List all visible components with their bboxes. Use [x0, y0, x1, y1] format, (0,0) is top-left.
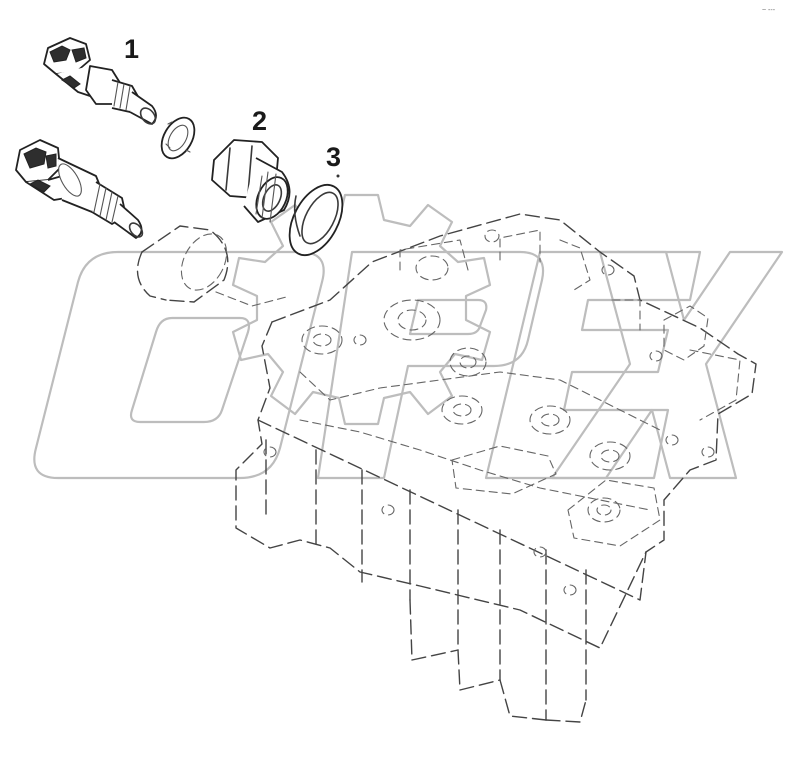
corner-mark: ~ ---	[762, 7, 776, 14]
watermark-letter-e	[484, 250, 702, 480]
adapter-part-2	[211, 139, 291, 223]
watermark-letter-p	[316, 250, 545, 480]
watermark-gear-icon	[231, 193, 492, 426]
sensor-part-1	[43, 37, 157, 125]
washer	[160, 116, 196, 160]
watermark	[33, 193, 784, 480]
callout-2: 2	[252, 106, 267, 136]
callout-3: 3	[326, 142, 341, 172]
callout-1: 1	[124, 34, 139, 64]
sensor-lower	[15, 139, 144, 239]
watermark-letter-o	[33, 250, 325, 480]
sleeve-phantom	[136, 225, 291, 307]
engine-block-phantom	[235, 213, 757, 723]
seal-ring-part-3	[288, 183, 344, 257]
watermark-letter-x	[550, 250, 784, 480]
callout-3-leader-dot	[336, 174, 340, 178]
